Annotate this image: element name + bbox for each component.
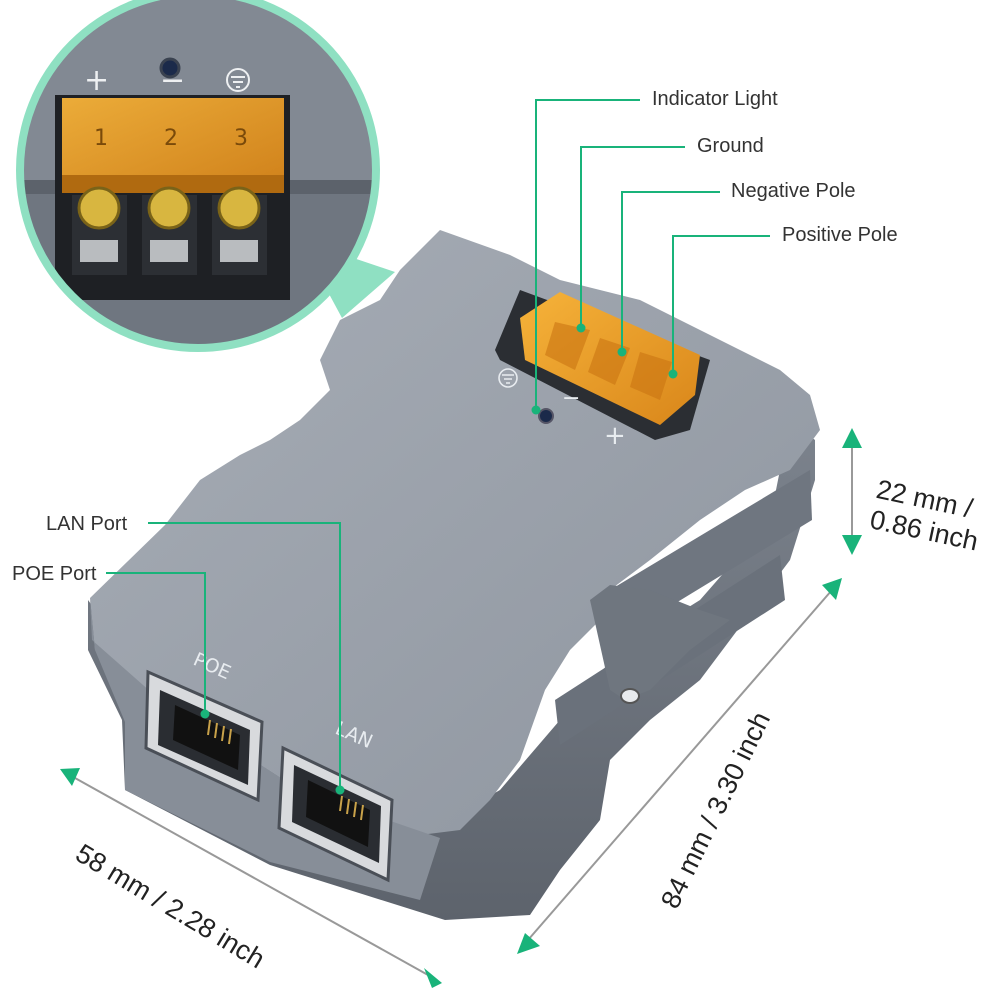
callout-dots [200, 323, 678, 795]
indicator-led-icon [538, 408, 554, 424]
inset-plus-marking: + [84, 63, 109, 98]
screw-terminals [72, 186, 267, 275]
ground-label: Ground [697, 135, 764, 157]
terminal-2-marking: 2 [164, 126, 178, 151]
height-dimension-arrow [842, 428, 862, 555]
indicator-light-label: Indicator Light [652, 88, 778, 110]
poe-port [144, 669, 264, 803]
lan-port [277, 745, 394, 883]
width-dimension-arrow [60, 768, 442, 988]
length-dimension-arrow [517, 578, 842, 954]
lan-port-label: LAN Port [46, 513, 128, 535]
inset-ground-symbol-icon [226, 68, 250, 92]
device-plus-marking: + [604, 421, 626, 451]
terminal-1-marking: 1 [94, 126, 108, 151]
negative-pole-label: Negative Pole [731, 180, 856, 202]
positive-pole-label: Positive Pole [782, 224, 898, 246]
ground-symbol-icon [498, 368, 518, 388]
device-minus-marking: − [562, 386, 580, 411]
terminal-3-marking: 3 [234, 126, 248, 151]
terminal-closeup-inset: 1 2 3 + − [16, 0, 395, 352]
inset-indicator-led-icon [159, 57, 181, 79]
callout-leader-lines [106, 99, 770, 790]
poe-port-label: POE Port [12, 563, 97, 585]
